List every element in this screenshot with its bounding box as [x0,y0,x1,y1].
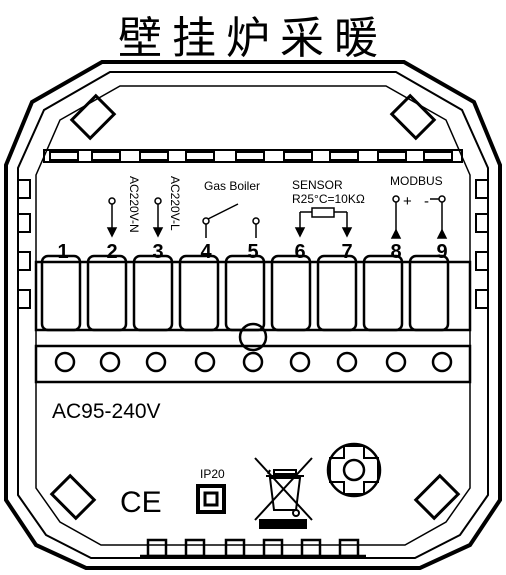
mounting-hole-icon [326,442,382,498]
label-modbus: MODBUS [390,174,443,188]
terminal-7: 7 [341,241,352,263]
wire-ac-n [106,197,118,238]
corner-clip-top-left [69,93,117,141]
terminal-4: 4 [200,241,212,263]
crossed-out-bin-icon [254,457,313,529]
voltage-label: AC95-240V [52,400,161,423]
double-insulation-icon [196,484,226,514]
terminal-1: 1 [57,241,68,263]
modbus-wires-icon [390,195,448,239]
gas-boiler-switch-icon [202,203,260,238]
side-tabs-left [17,179,31,309]
label-gas-boiler: Gas Boiler [204,179,260,193]
side-tabs-right [475,179,489,309]
terminal-6: 6 [294,241,305,263]
label-modbus-minus: - [424,193,429,210]
bottom-tabs [140,538,366,558]
label-sensor-spec: R25°C=10KΩ [292,192,365,206]
terminal-9: 9 [436,241,447,263]
wire-ac-l [152,197,164,238]
label-ac-n: AC220V-N [127,176,141,233]
label-modbus-plus: + [403,193,412,210]
housing-inner [17,71,489,559]
label-sensor: SENSOR [292,178,343,192]
housing-outer [3,60,502,570]
terminal-3: 3 [152,241,163,263]
label-ac-l: AC220V-L [168,176,182,231]
terminal-8: 8 [390,241,401,263]
corner-clip-top-right [389,93,437,141]
ip-rating: IP20 [200,467,225,481]
terminal-2: 2 [106,241,117,263]
ce-mark-icon: CE [120,486,162,519]
sensor-resistor-icon [294,207,353,238]
housing-rim [35,85,471,546]
corner-clip-bottom-right [413,473,461,521]
terminal-block [34,254,472,352]
top-clip-row [43,149,463,163]
terminal-5: 5 [247,241,258,263]
diagram-title: 壁挂炉采暖 [118,13,388,64]
corner-clip-bottom-left [49,473,97,521]
screw-row [34,344,472,384]
